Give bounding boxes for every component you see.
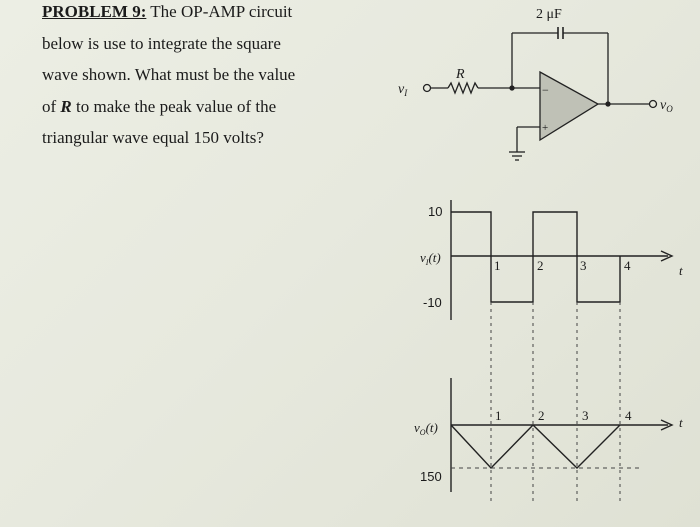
input-tick-1: 1	[494, 258, 501, 273]
output-tick-1: 1	[495, 408, 502, 423]
noninverting-input-label: +	[542, 122, 548, 134]
input-terminal	[422, 83, 432, 93]
opamp-symbol	[539, 70, 600, 142]
vi-tick-minus-10: -10	[423, 295, 442, 310]
input-voltage-label: vI	[398, 82, 408, 98]
input-tick-2: 2	[537, 258, 544, 273]
problem-line-4-post: to make the peak value of the	[71, 96, 277, 116]
vo-tick-150: 150	[420, 469, 442, 484]
square-wave	[451, 211, 621, 303]
problem-line-3: wave shown. What must be the value	[42, 65, 296, 84]
input-tick-3: 3	[580, 258, 587, 273]
input-tick-labels: 10 -10 1 2 3 4	[423, 204, 631, 310]
input-wave-graph	[450, 200, 674, 320]
inverting-input-label: −	[542, 83, 549, 97]
vi-axis-label: vI(t)	[420, 250, 441, 267]
problem-line-4-pre: of	[42, 96, 61, 116]
output-tick-2: 2	[538, 408, 545, 423]
problem-line-4: of R to make the peak value of the	[42, 91, 342, 123]
capacitor-label: 2 μF	[536, 7, 562, 22]
output-terminal	[648, 99, 658, 109]
circuit-diagram	[422, 27, 658, 161]
triangle-wave	[450, 424, 621, 470]
vo-axis-label: vO(t)	[414, 420, 438, 437]
problem-line-1: PROBLEM 9: The OP-AMP circuit	[42, 0, 342, 28]
resistor-label: R	[455, 67, 465, 82]
problem-line-5: triangular wave equal 150 volts?	[42, 128, 264, 147]
output-voltage-label: vO	[660, 98, 673, 114]
output-tick-3: 3	[582, 408, 589, 423]
resistor-variable: R	[60, 96, 72, 116]
output-tick-labels: 1 2 3 4 150	[420, 408, 632, 484]
resistor-symbol	[447, 81, 479, 95]
input-tick-4: 4	[624, 258, 631, 273]
guide-lines	[490, 302, 621, 505]
problem-line-2: below is use to integrate the square	[42, 33, 281, 53]
output-t-label: t	[679, 415, 683, 430]
input-t-label: t	[679, 263, 683, 278]
problem-text: PROBLEM 9: The OP-AMP circuit below is u…	[42, 0, 342, 154]
problem-heading: PROBLEM 9:	[42, 2, 147, 21]
output-tick-4: 4	[625, 408, 632, 423]
vi-tick-10: 10	[428, 204, 442, 219]
problem-line-1-text: The OP-AMP circuit	[146, 2, 293, 21]
output-wave-graph	[450, 378, 674, 492]
